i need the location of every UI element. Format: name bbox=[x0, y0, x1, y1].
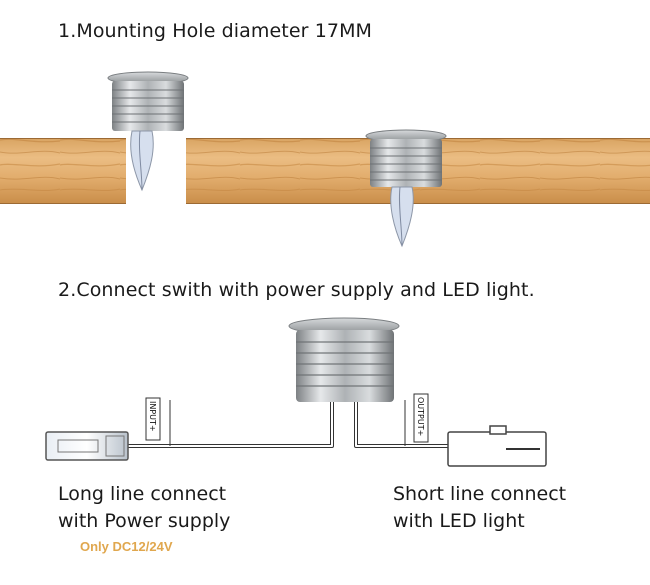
input-tag-text: INPUT+ bbox=[148, 401, 157, 432]
long-line-caption: Long line connect with Power supply bbox=[58, 481, 230, 535]
output-tag-text: OUTPUT+ bbox=[416, 397, 425, 436]
short-line-caption: Short line connect with LED light bbox=[393, 481, 566, 535]
wood-board bbox=[0, 138, 650, 204]
long-line-caption-line1: Long line connect bbox=[58, 483, 227, 505]
output-tag: OUTPUT+ bbox=[404, 393, 429, 446]
output-connector bbox=[447, 425, 547, 467]
led-light-wiring bbox=[288, 317, 400, 402]
long-line-caption-line2: with Power supply bbox=[58, 510, 231, 532]
input-tag: INPUT+ bbox=[145, 397, 171, 446]
step1-title: 1.Mounting Hole diameter 17MM bbox=[58, 20, 373, 42]
wires bbox=[128, 402, 448, 448]
voltage-note: Only DC12/24V bbox=[80, 539, 173, 554]
input-connector bbox=[45, 431, 129, 461]
short-line-caption-line2: with LED light bbox=[393, 510, 525, 532]
short-line-caption-line1: Short line connect bbox=[393, 483, 567, 505]
led-light-before-install bbox=[107, 71, 189, 192]
led-light-installed bbox=[365, 129, 447, 248]
step2-title: 2.Connect swith with power supply and LE… bbox=[58, 279, 535, 301]
